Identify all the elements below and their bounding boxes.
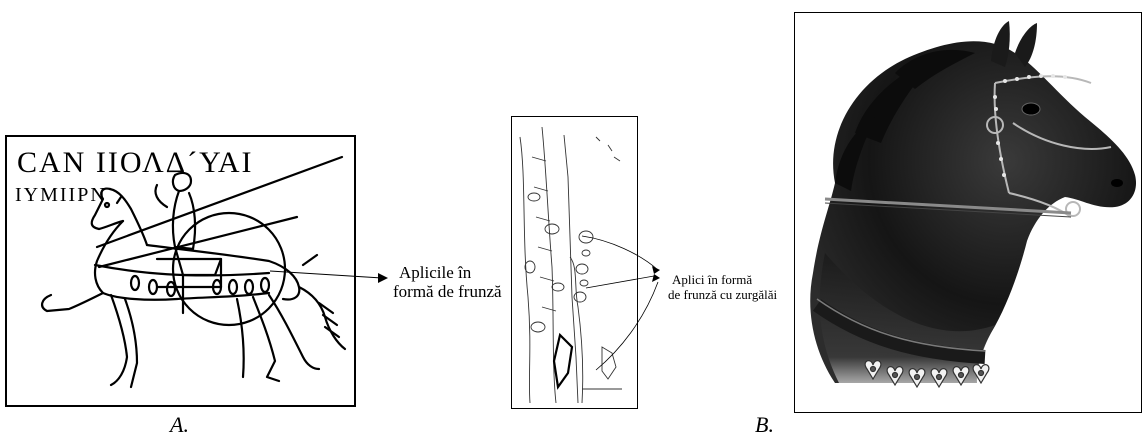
arrow-a xyxy=(270,255,390,295)
pendant-4 xyxy=(931,369,947,387)
annotation-a-line-1: Aplicile în xyxy=(393,263,505,282)
connector-lines xyxy=(560,220,670,390)
horse-head-illustration xyxy=(795,13,1142,413)
inscription-line-1: CAN ΙΙΟΛΔ´ΥΑΙ xyxy=(17,146,253,179)
annotation-a-line-2: formă de frunză xyxy=(393,282,505,301)
pendant-3 xyxy=(909,369,925,387)
caption-a: A. xyxy=(170,412,189,438)
annotation-b-line-2: de frunză cu zurgălăi xyxy=(668,287,793,302)
annotation-leaf-bells: Aplici în formă de frunză cu zurgălăi xyxy=(668,272,793,302)
annotation-leaf-appliques: Aplicile în formă de frunză xyxy=(393,263,505,301)
inscription-line-2: ΙΥΜΙΙΡΝ xyxy=(15,184,107,206)
panel-b-horse-illustration xyxy=(794,12,1142,413)
annotation-b-line-1: Aplici în formă xyxy=(668,272,793,287)
caption-b: B. xyxy=(755,412,774,438)
